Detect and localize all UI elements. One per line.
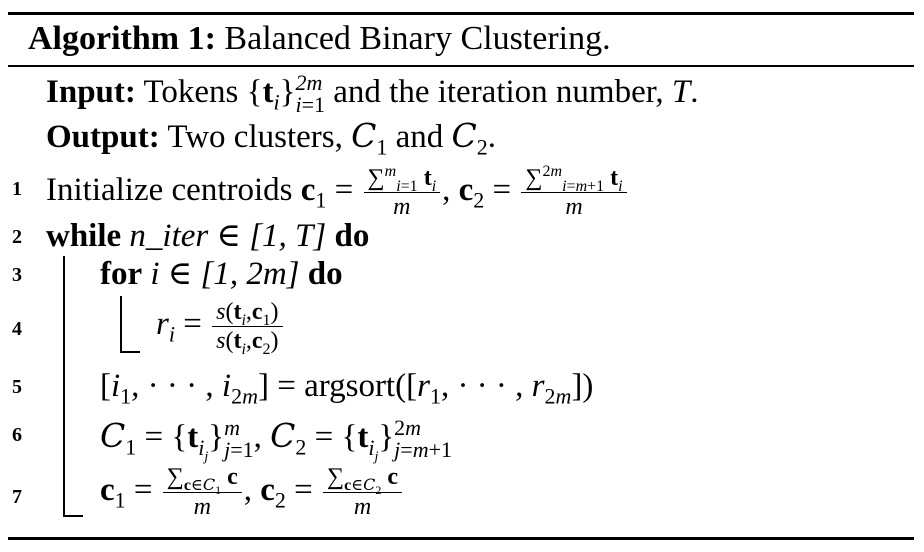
line-number: 5: [12, 376, 22, 398]
algo-line-5: [i1, · · · , i2m] = argsort([r1, · · · ,…: [100, 368, 594, 409]
n-iter-var: n_iter: [129, 218, 209, 254]
for-keyword: for: [100, 256, 143, 292]
algo-line-3: for i ∈ [1, 2m] do: [100, 254, 343, 294]
input-text: Tokens: [143, 74, 239, 110]
top-rule: [8, 12, 914, 15]
algo-line-2: while n_iter ∈ [1, T] do: [46, 218, 370, 254]
iter-range: [1, T]: [249, 218, 327, 254]
line-number: 3: [12, 264, 22, 286]
argsort-function: argsort: [304, 368, 396, 404]
caption-label: Algorithm 1:: [28, 20, 216, 57]
algo-line-4: ri = s(ti,c1)s(ti,c2): [156, 294, 285, 357]
for-block-foot: [120, 351, 140, 353]
line-number: 7: [12, 486, 22, 508]
do-keyword: do: [307, 256, 343, 292]
caption-title: Balanced Binary Clustering.: [224, 20, 611, 57]
line-number: 2: [12, 226, 22, 248]
bottom-rule: [8, 537, 914, 540]
while-block-foot: [63, 515, 83, 517]
ratio-fraction: s(ti,c1)s(ti,c2): [212, 300, 283, 357]
while-block-bar: [63, 256, 65, 516]
line-number: 6: [12, 424, 22, 446]
input-text-2: and the iteration number,: [333, 74, 664, 110]
output-text: Two clusters,: [167, 119, 343, 155]
while-keyword: while: [46, 218, 122, 254]
algorithm-caption: Algorithm 1: Balanced Binary Clustering.: [28, 16, 611, 62]
caption-rule: [8, 65, 914, 67]
output-line: Output: Two clusters, C1 and C2.: [46, 116, 497, 160]
for-block-bar: [120, 296, 122, 352]
for-range: i ∈ [1, 2m]: [150, 256, 300, 292]
token-set: {ti}: [246, 74, 296, 115]
line-number: 4: [12, 318, 22, 340]
line-1-text: Initialize centroids: [46, 172, 293, 208]
output-label: Output:: [46, 119, 160, 155]
do-keyword: do: [334, 218, 370, 254]
line-number: 1: [12, 178, 22, 200]
iteration-var: T: [671, 74, 691, 110]
input-label: Input:: [46, 74, 136, 110]
